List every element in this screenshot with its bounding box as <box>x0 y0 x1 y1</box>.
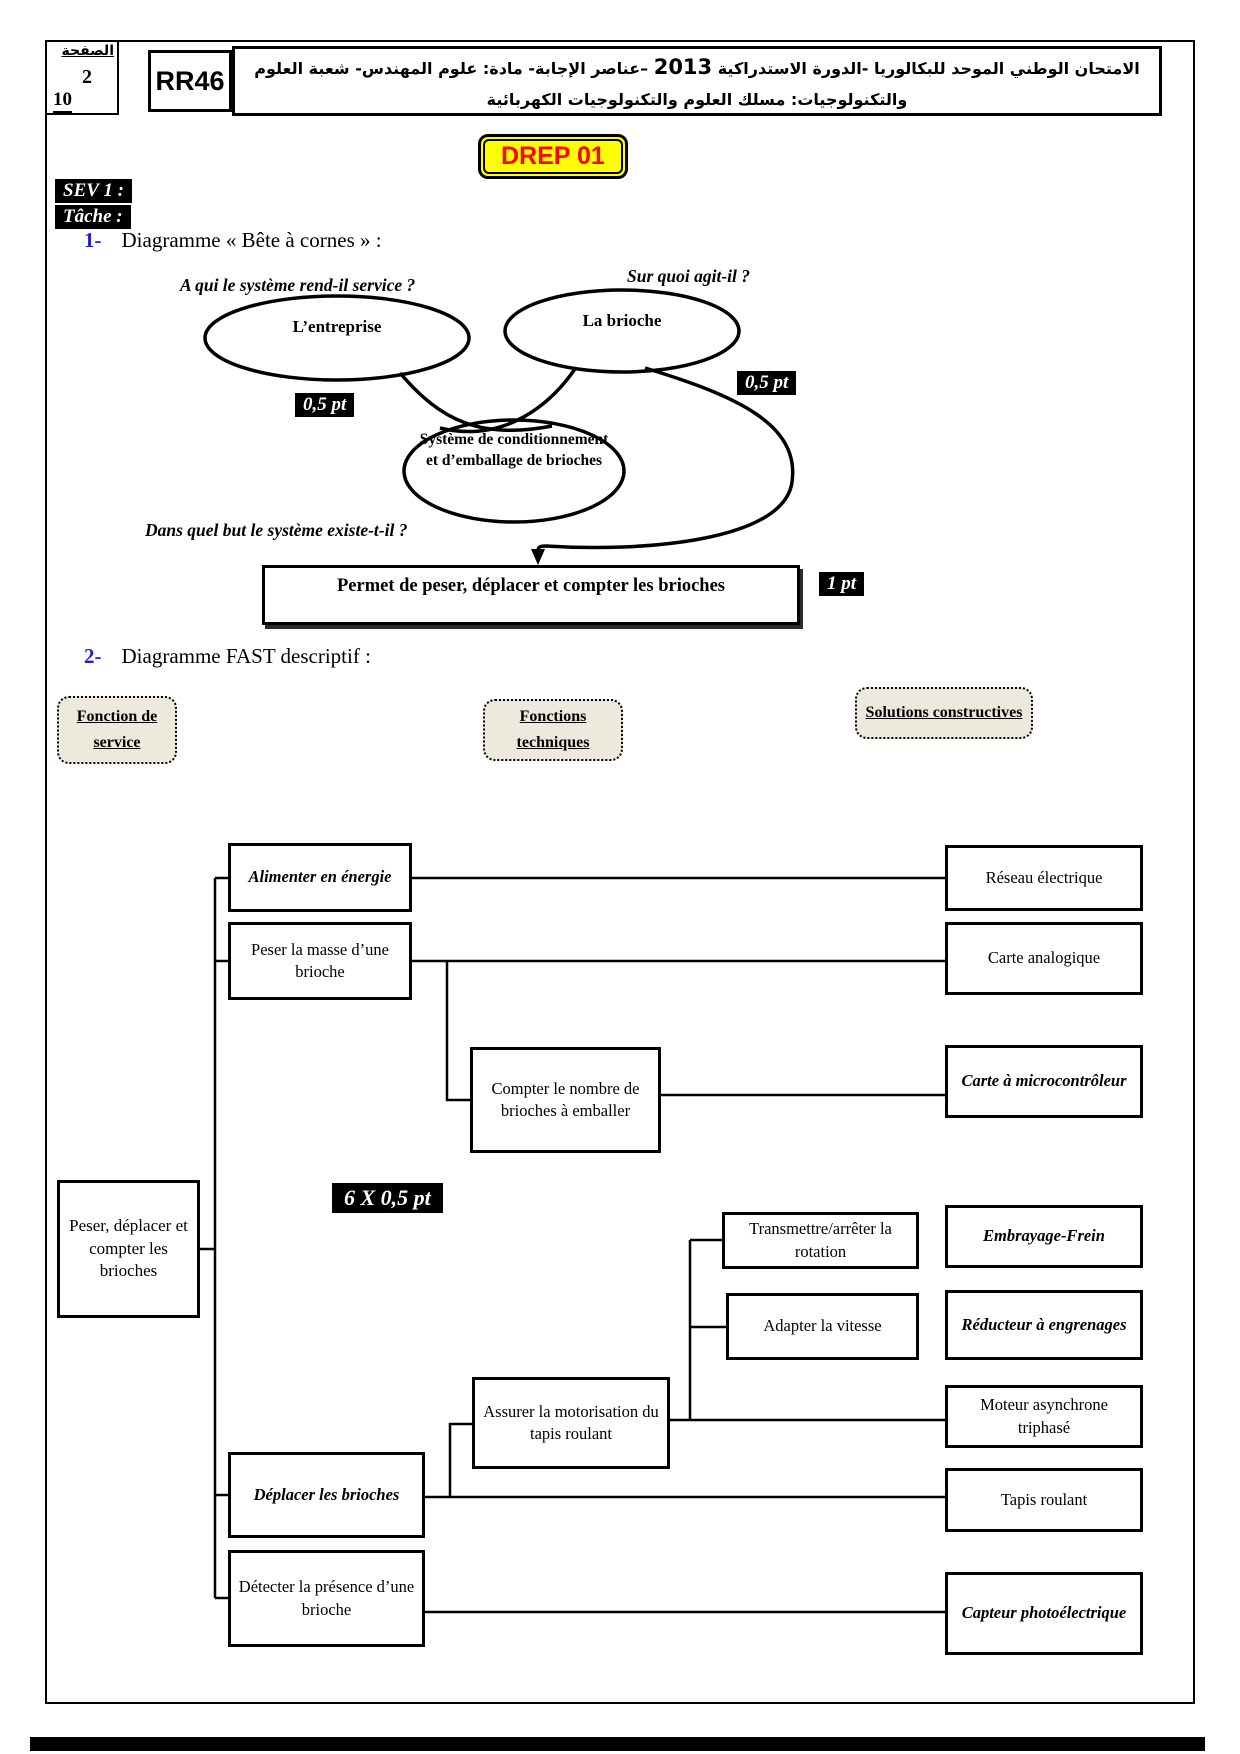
column-header-service: Fonction de service <box>57 696 177 764</box>
oval-entreprise-label: L’entreprise <box>292 317 382 336</box>
fast-box-reducteur: Réducteur à engrenages <box>945 1290 1143 1360</box>
section-1-title: Diagramme « Bête à cornes » : <box>121 228 382 252</box>
page-bottom-bar <box>30 1737 1205 1751</box>
sev-label: SEV 1 : <box>55 179 132 203</box>
mark-right-badge: 0,5 pt <box>737 371 797 395</box>
page-number-box: الصفحة 2 10 <box>45 40 119 115</box>
exam-year: 2013 <box>653 55 713 79</box>
exam-code: RR46 <box>155 65 225 96</box>
fonction-globale-box: Permet de peser, déplacer et compter les… <box>262 565 800 625</box>
section-1-number: 1- <box>84 228 102 252</box>
fast-box-carte-micro: Carte à microcontrôleur <box>945 1045 1143 1118</box>
question-service: A qui le système rend-il service ? <box>180 275 416 295</box>
mark-left-badge: 0,5 pt <box>295 393 355 417</box>
section-2-heading: 2- Diagramme FAST descriptif : <box>84 644 371 669</box>
fast-box-alimenter: Alimenter en énergie <box>228 843 412 912</box>
exam-title-box: الامتحان الوطني الموحد للبكالوريا -الدور… <box>232 46 1162 116</box>
fast-root-box: Peser, déplacer et compter les brioches <box>57 1180 200 1318</box>
fast-box-transmettre: Transmettre/arrêter la rotation <box>722 1212 919 1269</box>
fast-box-tapis: Tapis roulant <box>945 1468 1143 1532</box>
fast-box-peser: Peser la masse d’une brioche <box>228 922 412 1000</box>
doc-ref-badge: DREP 01 <box>478 134 628 179</box>
fast-box-embrayage: Embrayage-Frein <box>945 1205 1143 1268</box>
section-2-title: Diagramme FAST descriptif : <box>121 644 371 668</box>
question-agit: Sur quoi agit-il ? <box>627 266 751 286</box>
exam-title-line2: والتكنولوجيات: مسلك العلوم والتكنولوجيات… <box>486 89 908 109</box>
fast-box-assurer: Assurer la motorisation du tapis roulant <box>472 1377 670 1469</box>
question-but: Dans quel but le système existe-t-il ? <box>145 520 408 540</box>
section-2-number: 2- <box>84 644 102 668</box>
fast-box-deplacer: Déplacer les brioches <box>228 1452 425 1538</box>
fast-box-moteur: Moteur asynchrone triphasé <box>945 1385 1143 1448</box>
mark-fonction-badge: 1 pt <box>819 572 865 596</box>
page-border <box>45 40 1195 1704</box>
exam-title-line1: الامتحان الوطني الموحد للبكالوريا -الدور… <box>254 55 1140 79</box>
tache-label: Tâche : <box>55 205 131 229</box>
page-total: 10 <box>53 89 72 113</box>
oval-systeme-label: Système de conditionnement et d’emballag… <box>419 431 609 469</box>
fast-box-detecter: Détecter la présence d’une brioche <box>228 1550 425 1647</box>
column-header-solutions: Solutions constructives <box>855 687 1033 739</box>
page-label: الصفحة <box>61 43 114 59</box>
fast-mark-badge: 6 X 0,5 pt <box>332 1183 443 1213</box>
oval-brioche-label: La brioche <box>582 311 662 330</box>
column-header-techniques: Fonctions techniques <box>483 699 623 761</box>
fast-box-capteur: Capteur photoélectrique <box>945 1572 1143 1655</box>
fast-box-compter: Compter le nombre de brioches à emballer <box>470 1047 661 1153</box>
exam-code-box: RR46 <box>148 50 232 112</box>
section-1-heading: 1- Diagramme « Bête à cornes » : <box>84 228 382 253</box>
doc-ref: DREP 01 <box>483 139 623 174</box>
page-current: 2 <box>82 66 92 88</box>
fast-box-adapter: Adapter la vitesse <box>726 1293 919 1360</box>
fast-box-reseau: Réseau électrique <box>945 845 1143 911</box>
fast-box-carte-analogique: Carte analogique <box>945 922 1143 995</box>
